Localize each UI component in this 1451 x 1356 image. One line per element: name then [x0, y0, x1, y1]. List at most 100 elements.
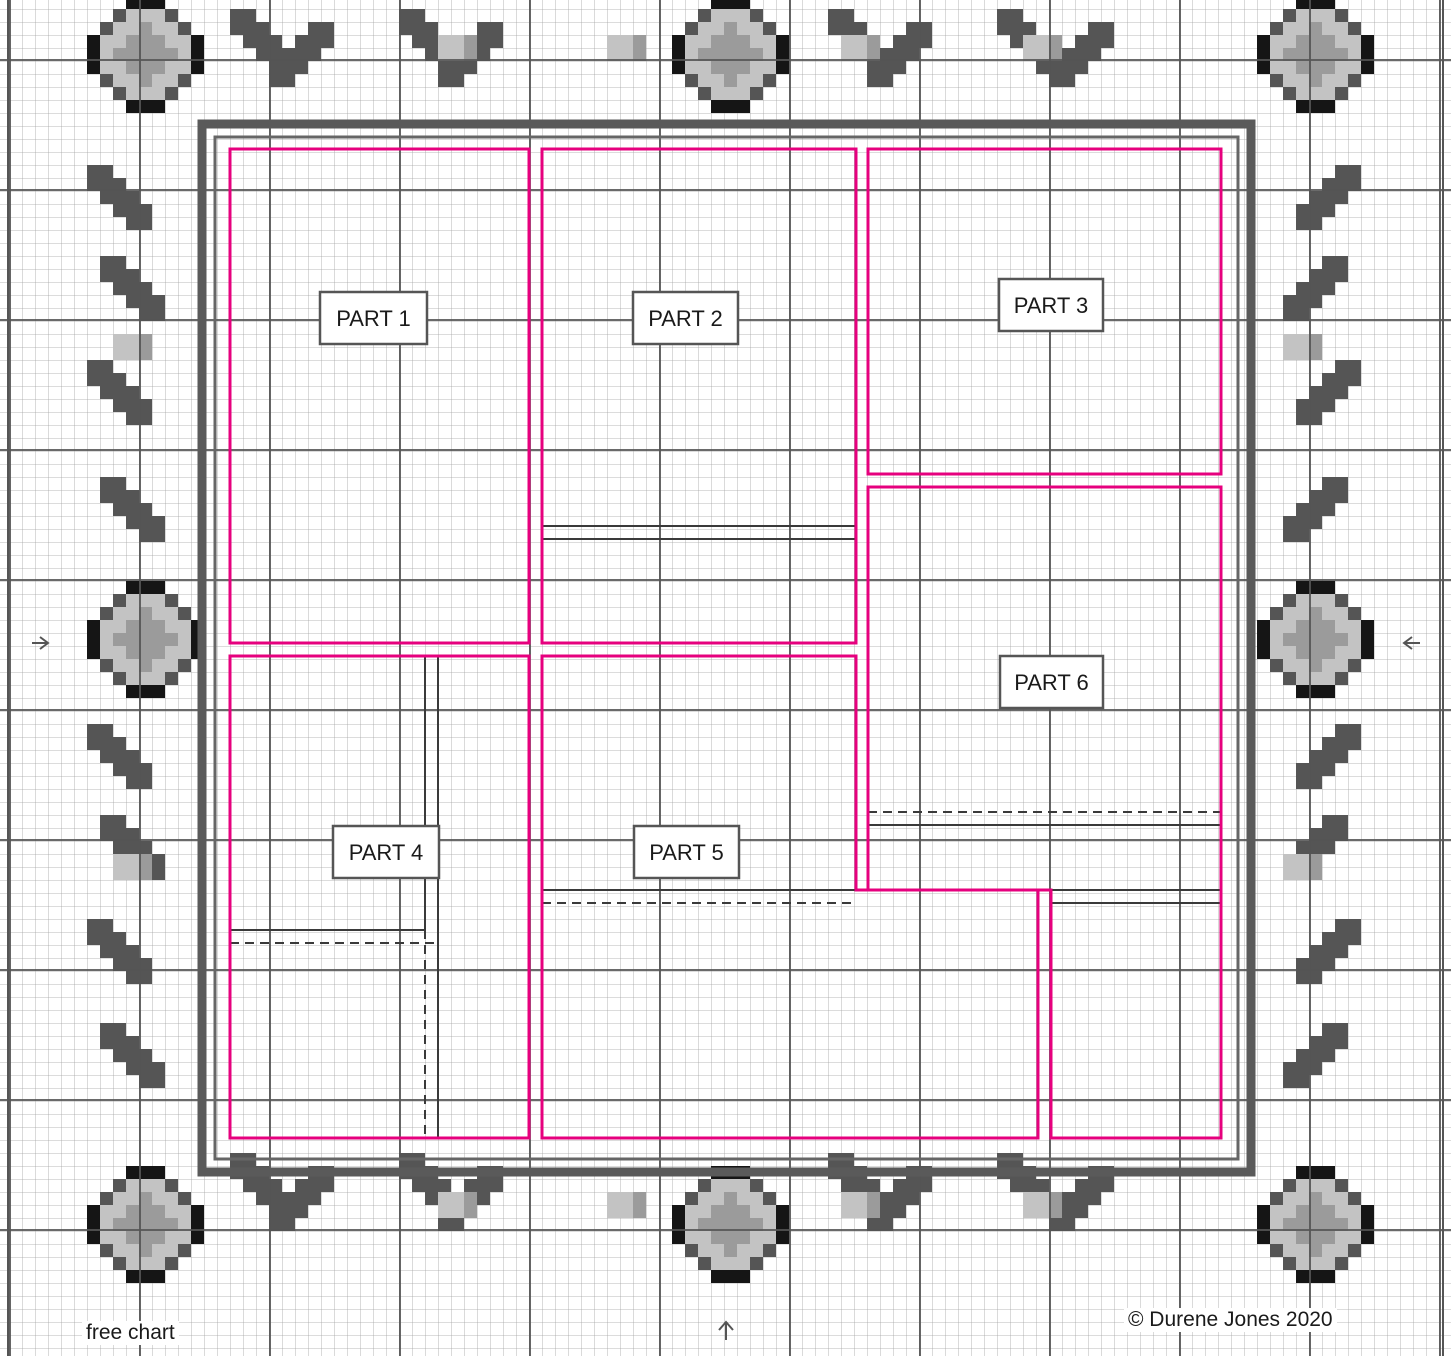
leaf-cell [126, 516, 139, 529]
leaf-cell [295, 35, 308, 48]
leaf-cell [1335, 386, 1348, 399]
medallion-cell [737, 1205, 750, 1218]
leaf-cell [139, 529, 152, 542]
leaf-cell [295, 48, 308, 61]
leaf-cell [139, 1075, 152, 1088]
medallion-cell [1335, 1218, 1348, 1231]
leaf-cell [1296, 1062, 1309, 1075]
medallion-cell [113, 9, 126, 22]
medallion-cell [763, 74, 776, 87]
medallion-cell [1309, 581, 1322, 594]
medallion-cell [711, 1231, 724, 1244]
leaf-cell [113, 178, 126, 191]
bud-cell [1309, 334, 1322, 347]
medallion-cell [152, 1166, 165, 1179]
medallion-cell [87, 633, 100, 646]
bud-cell [451, 48, 464, 61]
bud-cell [1049, 1205, 1062, 1218]
medallion-cell [737, 61, 750, 74]
medallion-cell [165, 9, 178, 22]
leaf-cell [87, 373, 100, 386]
medallion-cell [685, 1244, 698, 1257]
medallion-cell [1283, 672, 1296, 685]
leaf-cell [1309, 295, 1322, 308]
medallion-cell [113, 1231, 126, 1244]
leaf-cell [139, 503, 152, 516]
bud-cell [1049, 48, 1062, 61]
leaf-cell [1023, 1179, 1036, 1192]
bud-cell [451, 35, 464, 48]
medallion-cell [1257, 61, 1270, 74]
medallion-cell [750, 9, 763, 22]
medallion-cell [698, 1192, 711, 1205]
leaf-cell [464, 1179, 477, 1192]
leaf-cell [1322, 958, 1335, 971]
bud-cell [1036, 35, 1049, 48]
medallion-cell [1283, 1179, 1296, 1192]
leaf-cell [1309, 958, 1322, 971]
medallion-cell [113, 1179, 126, 1192]
medallion-cell [126, 35, 139, 48]
leaf-cell [1062, 74, 1075, 87]
leaf-cell [1296, 776, 1309, 789]
leaf-cell [87, 178, 100, 191]
leaf-cell [100, 828, 113, 841]
medallion-cell [139, 22, 152, 35]
leaf-cell [451, 1218, 464, 1231]
leaf-cell [295, 61, 308, 74]
bud-cell [854, 35, 867, 48]
medallion-cell [711, 48, 724, 61]
medallion-cell [1309, 620, 1322, 633]
medallion-cell [724, 35, 737, 48]
medallion-cell [1296, 1179, 1309, 1192]
medallion-cell [126, 74, 139, 87]
leaf-cell [854, 22, 867, 35]
medallion-cell [1335, 1244, 1348, 1257]
medallion-cell [1283, 659, 1296, 672]
leaf-cell [113, 269, 126, 282]
medallion-cell [100, 1231, 113, 1244]
medallion-cell [1322, 1218, 1335, 1231]
medallion-cell [126, 607, 139, 620]
medallion-cell [1335, 87, 1348, 100]
leaf-cell [269, 1218, 282, 1231]
leaf-cell [412, 35, 425, 48]
leaf-cell [113, 256, 126, 269]
medallion-cell [1296, 1244, 1309, 1257]
medallion-cell [1335, 672, 1348, 685]
leaf-cell [1335, 919, 1348, 932]
leaf-cell [256, 35, 269, 48]
medallion-cell [178, 35, 191, 48]
leaf-cell [1322, 1036, 1335, 1049]
bud-cell [1283, 867, 1296, 880]
leaf-cell [477, 1179, 490, 1192]
medallion-cell [152, 9, 165, 22]
leaf-cell [152, 516, 165, 529]
bud-cell [1049, 35, 1062, 48]
medallion-cell [126, 685, 139, 698]
leaf-cell [269, 61, 282, 74]
medallion-cell [1335, 1205, 1348, 1218]
medallion-cell [87, 1218, 100, 1231]
medallion-cell [113, 1205, 126, 1218]
medallion-cell [685, 1192, 698, 1205]
leaf-cell [87, 737, 100, 750]
medallion-cell [672, 1205, 685, 1218]
medallion-cell [1296, 1270, 1309, 1283]
medallion-cell [1296, 100, 1309, 113]
medallion-cell [113, 607, 126, 620]
medallion-cell [763, 1218, 776, 1231]
medallion-cell [100, 1205, 113, 1218]
bud-cell [620, 1192, 633, 1205]
leaf-cell [1335, 269, 1348, 282]
medallion-cell [1322, 61, 1335, 74]
leaf-cell [1309, 516, 1322, 529]
leaf-cell [399, 22, 412, 35]
leaf-cell [113, 373, 126, 386]
medallion-cell [750, 74, 763, 87]
medallion-cell [1309, 100, 1322, 113]
medallion-cell [685, 61, 698, 74]
medallion-cell [711, 0, 724, 9]
medallion-cell [763, 35, 776, 48]
medallion-cell [750, 1257, 763, 1270]
